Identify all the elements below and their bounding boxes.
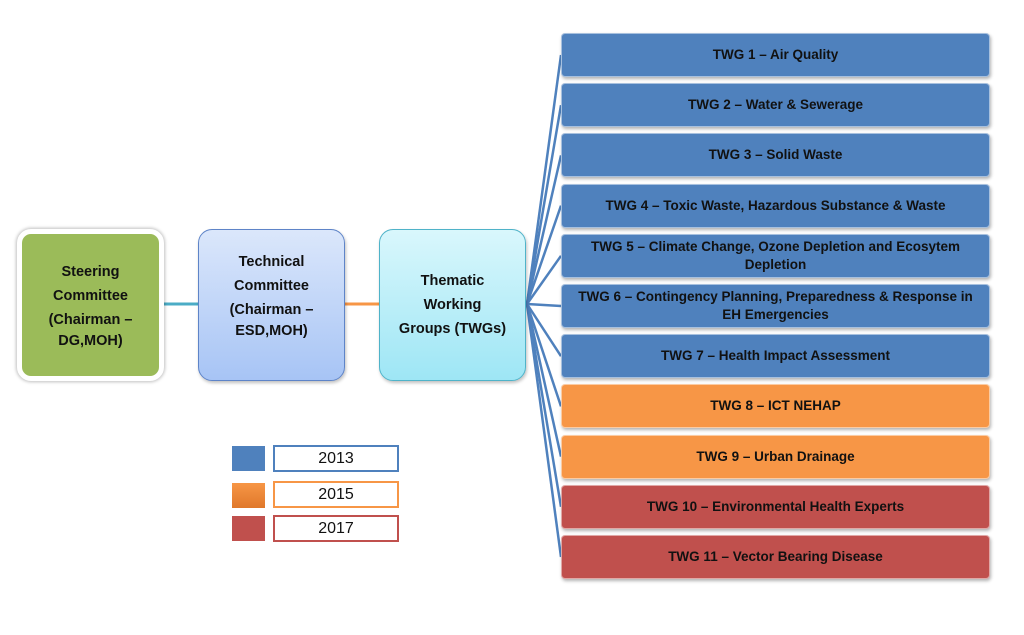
twg-connector	[525, 303, 563, 457]
thematic-line: Groups (TWGs)	[398, 321, 507, 337]
steering-line: DG,MOH)	[58, 333, 123, 349]
twg-label: TWG 9 – Urban Drainage	[696, 448, 855, 464]
legend-label-2015: 2015	[273, 481, 399, 508]
twg-connector	[525, 303, 563, 357]
thematic-line: Working	[423, 297, 482, 313]
twg-box: TWG 10 – Environmental Health Experts	[561, 484, 990, 529]
steering-line: Committee	[53, 288, 128, 304]
technical-line: Committee	[234, 278, 309, 294]
twg-connector	[525, 255, 563, 305]
legend-swatch-2015	[232, 483, 265, 508]
twg-connector	[526, 302, 562, 308]
twg-connector	[525, 205, 563, 305]
steering-line: (Chairman –	[48, 312, 133, 328]
legend-label-2013: 2013	[273, 445, 399, 472]
twg-label: TWG 4 – Toxic Waste, Hazardous Substance…	[605, 197, 946, 213]
twg-label: TWG 11 – Vector Bearing Disease	[668, 549, 883, 564]
twg-connector	[525, 303, 563, 558]
twg-label: TWG 3 – Solid Waste	[708, 147, 843, 163]
twg-label: TWG 7 – Health Impact Assessment	[660, 348, 891, 364]
twg-box: TWG 6 – Contingency Planning, Preparedne…	[561, 284, 990, 328]
technical-line: (Chairman –	[229, 302, 314, 318]
twg-box: TWG 3 – Solid Waste	[561, 133, 990, 178]
twg-box: TWG 2 – Water & Sewerage	[561, 83, 990, 128]
twg-connector	[525, 54, 563, 305]
twg-box: TWG 4 – Toxic Waste, Hazardous Substance…	[561, 183, 990, 228]
twg-box: TWG 11 – Vector Bearing Disease	[561, 535, 990, 579]
twg-label: TWG 2 – Water & Sewerage	[687, 97, 864, 113]
technical-line: Technical	[238, 254, 305, 270]
twg-box: TWG 1 – Air Quality	[561, 33, 990, 77]
twg-box: TWG 9 – Urban Drainage	[561, 434, 990, 479]
twg-label: TWG 8 – ICT NEHAP	[710, 398, 841, 414]
twg-box: TWG 8 – ICT NEHAP	[561, 384, 990, 429]
twg-box: TWG 5 – Climate Change, Ozone Depletion …	[561, 233, 990, 278]
steering-line: Steering	[61, 264, 120, 280]
legend-label-2017: 2017	[273, 515, 399, 542]
twg-label: TWG 10 – Environmental Health Experts	[646, 498, 905, 514]
twg-connector	[525, 303, 563, 407]
technical-line: ESD,MOH)	[235, 323, 308, 339]
twg-label: TWG 6 – Contingency Planning, Preparedne…	[578, 289, 973, 322]
twg-connector	[525, 104, 563, 305]
thematic-line: Thematic	[420, 273, 485, 289]
twg-label: TWG 5 – Climate Change, Ozone Depletion …	[590, 238, 961, 272]
legend-swatch-2013	[232, 446, 265, 471]
twg-connector	[525, 155, 563, 305]
twg-label: TWG 1 – Air Quality	[712, 47, 839, 62]
legend-swatch-2017	[232, 516, 265, 541]
twg-box: TWG 7 – Health Impact Assessment	[561, 334, 990, 379]
